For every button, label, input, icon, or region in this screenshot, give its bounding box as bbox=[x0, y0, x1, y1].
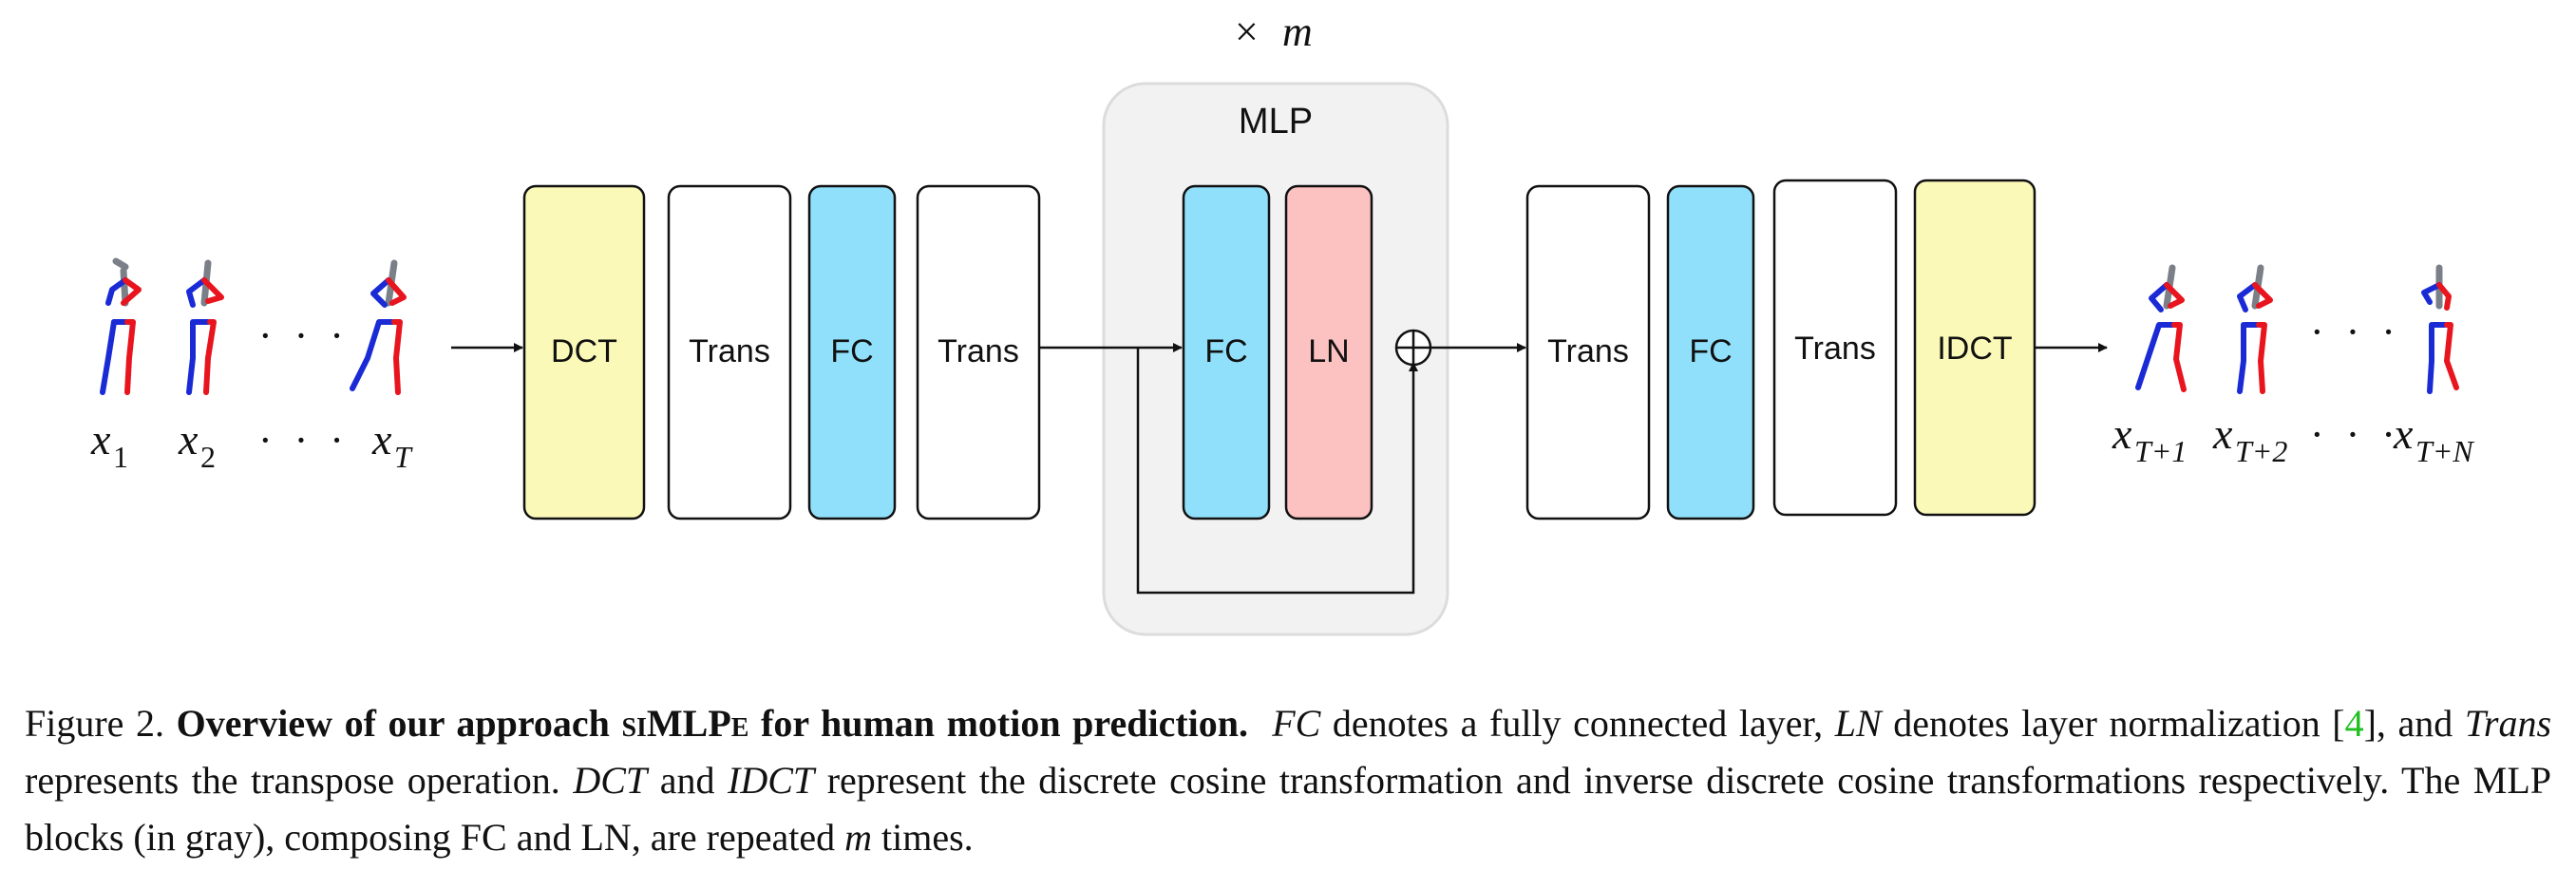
box-dct-label: DCT bbox=[551, 333, 617, 369]
box-trans-3-label: Trans bbox=[1547, 333, 1629, 369]
input-label-3-var: x bbox=[371, 415, 392, 463]
residual-add-icon bbox=[1394, 329, 1432, 367]
box-trans-4: Trans bbox=[1772, 179, 1898, 517]
box-fc-2-label: FC bbox=[1689, 333, 1732, 369]
box-idct-label: IDCT bbox=[1937, 331, 2012, 367]
input-label-2: x 2 bbox=[178, 415, 216, 474]
box-trans-1: Trans bbox=[667, 184, 792, 520]
box-fc-1-label: FC bbox=[830, 333, 873, 369]
box-trans-2: Trans bbox=[916, 184, 1041, 520]
box-dct: DCT bbox=[522, 184, 646, 520]
output-skeleton-2 bbox=[2237, 264, 2273, 394]
caption-fc-term: FC bbox=[1272, 702, 1321, 745]
box-trans-4-label: Trans bbox=[1794, 331, 1876, 367]
caption-text-1: denotes a fully connected layer, bbox=[1320, 702, 1835, 745]
input-label-3: x T bbox=[371, 415, 413, 474]
input-skeleton-ellipsis: · · · bbox=[258, 312, 350, 359]
output-label-3-var: x bbox=[2393, 409, 2414, 458]
box-trans-2-label: Trans bbox=[938, 333, 1019, 369]
input-label-ellipsis: · · · bbox=[258, 417, 350, 463]
caption-m-variable: m bbox=[844, 816, 872, 859]
caption-trans-term: Trans bbox=[2464, 702, 2552, 745]
output-skeleton-3 bbox=[2421, 264, 2459, 394]
caption-text-6: represent the discrete cosine transforma… bbox=[25, 759, 2551, 859]
mlp-block-container bbox=[1102, 82, 1449, 636]
input-skeleton-3 bbox=[350, 259, 407, 395]
output-label-2-sub: T+2 bbox=[2235, 434, 2287, 468]
repeat-times-symbol: × bbox=[1235, 9, 1259, 55]
output-label-1-sub: T+1 bbox=[2134, 434, 2187, 468]
output-label-ellipsis: · · · bbox=[2310, 411, 2401, 458]
output-label-2-var: x bbox=[2212, 409, 2233, 458]
caption-text-2: denotes layer normalization [ bbox=[1881, 702, 2345, 745]
output-label-2: x T+2 bbox=[2212, 409, 2287, 468]
caption-method-name: siMLPe bbox=[621, 702, 749, 745]
output-label-3: x T+N bbox=[2393, 409, 2474, 468]
input-label-1-var: x bbox=[90, 415, 111, 463]
mlp-block-title: MLP bbox=[1239, 102, 1313, 142]
box-mlp-fc: FC bbox=[1182, 184, 1271, 520]
repeat-count-variable: m bbox=[1282, 9, 1313, 55]
input-label-1: x 1 bbox=[90, 415, 128, 474]
caption-text-7: times. bbox=[871, 816, 974, 859]
box-idct: IDCT bbox=[1913, 179, 2036, 517]
box-fc-2: FC bbox=[1666, 184, 1755, 520]
input-skeleton-2 bbox=[186, 259, 224, 395]
caption-text-5: and bbox=[647, 759, 729, 802]
caption-text-3: ], and bbox=[2363, 702, 2465, 745]
input-label-1-sub: 1 bbox=[113, 440, 128, 474]
output-skeleton-1 bbox=[2135, 264, 2187, 392]
repeat-label: × m bbox=[1235, 9, 1313, 55]
input-label-2-sub: 2 bbox=[200, 440, 216, 474]
output-label-3-sub: T+N bbox=[2415, 434, 2474, 468]
box-mlp-fc-label: FC bbox=[1204, 333, 1247, 369]
input-skeleton-1 bbox=[100, 257, 142, 395]
caption-text-4: represents the transpose operation. bbox=[25, 759, 574, 802]
caption-citation-link[interactable]: 4 bbox=[2344, 702, 2364, 745]
figure-caption: Figure 2. Overview of our approach siMLP… bbox=[25, 695, 2551, 866]
caption-dct-term: DCT bbox=[573, 759, 648, 802]
caption-title: Overview of our approach siMLPe for huma… bbox=[177, 702, 1248, 745]
box-mlp-ln: LN bbox=[1284, 184, 1373, 520]
output-label-1: x T+1 bbox=[2112, 409, 2187, 468]
caption-ln-term: LN bbox=[1834, 702, 1882, 745]
caption-idct-term: IDCT bbox=[728, 759, 815, 802]
box-trans-3: Trans bbox=[1525, 184, 1651, 520]
output-skeleton-ellipsis: · · · bbox=[2310, 309, 2401, 355]
caption-title-part-2: for human motion prediction. bbox=[748, 702, 1249, 745]
caption-figure-label: Figure 2. bbox=[25, 702, 165, 745]
box-trans-1-label: Trans bbox=[689, 333, 770, 369]
residual-connection bbox=[1136, 348, 1418, 595]
box-fc-1: FC bbox=[807, 184, 897, 520]
architecture-diagram: × m MLP · · · x 1 x 2 · · · bbox=[90, 9, 2474, 636]
input-label-2-var: x bbox=[178, 415, 199, 463]
input-label-3-sub: T bbox=[394, 440, 413, 474]
box-mlp-ln-label: LN bbox=[1308, 333, 1349, 369]
caption-title-part-1: Overview of our approach bbox=[176, 702, 622, 745]
output-label-1-var: x bbox=[2112, 409, 2132, 458]
